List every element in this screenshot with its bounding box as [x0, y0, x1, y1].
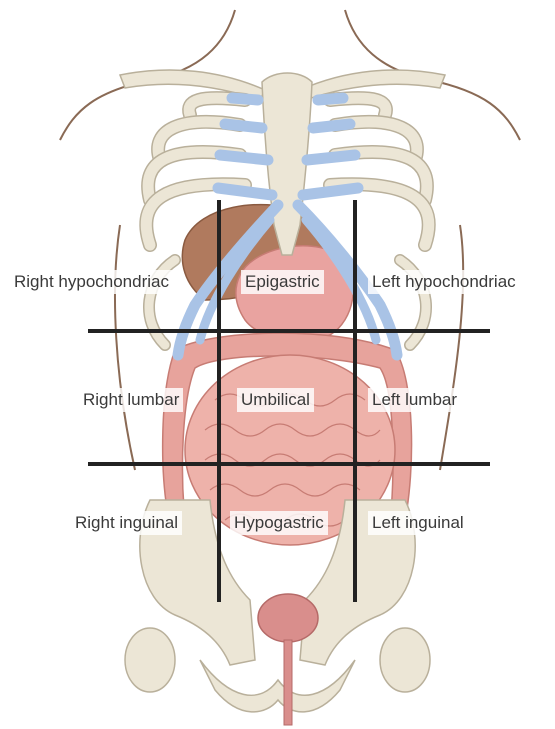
label-left-inguinal: Left inguinal [368, 511, 468, 535]
pubic-arch [200, 660, 355, 712]
right-hip-joint [380, 628, 430, 692]
costal-cartilage-4-right [303, 188, 358, 195]
costal-cartilage-1-right [318, 98, 343, 100]
bladder [258, 594, 318, 642]
costal-cartilage-1-left [232, 98, 258, 100]
label-hypogastric: Hypogastric [230, 511, 328, 535]
waist-outline-right [440, 225, 463, 470]
label-left-hypochondriac: Left hypochondriac [368, 270, 520, 294]
costal-cartilage-2-left [225, 124, 262, 128]
label-right-lumbar: Right lumbar [79, 388, 183, 412]
label-right-hypochondriac: Right hypochondriac [10, 270, 173, 294]
waist-outline-left [115, 225, 135, 470]
costal-cartilage-4-left [218, 188, 272, 195]
urethra [284, 640, 292, 725]
label-epigastric: Epigastric [241, 270, 324, 294]
label-umbilical: Umbilical [237, 388, 314, 412]
left-hip-joint [125, 628, 175, 692]
costal-cartilage-3-left [220, 155, 268, 160]
label-right-inguinal: Right inguinal [71, 511, 182, 535]
costal-cartilage-3-right [307, 155, 355, 160]
label-left-lumbar: Left lumbar [368, 388, 461, 412]
costal-cartilage-2-right [313, 124, 350, 128]
